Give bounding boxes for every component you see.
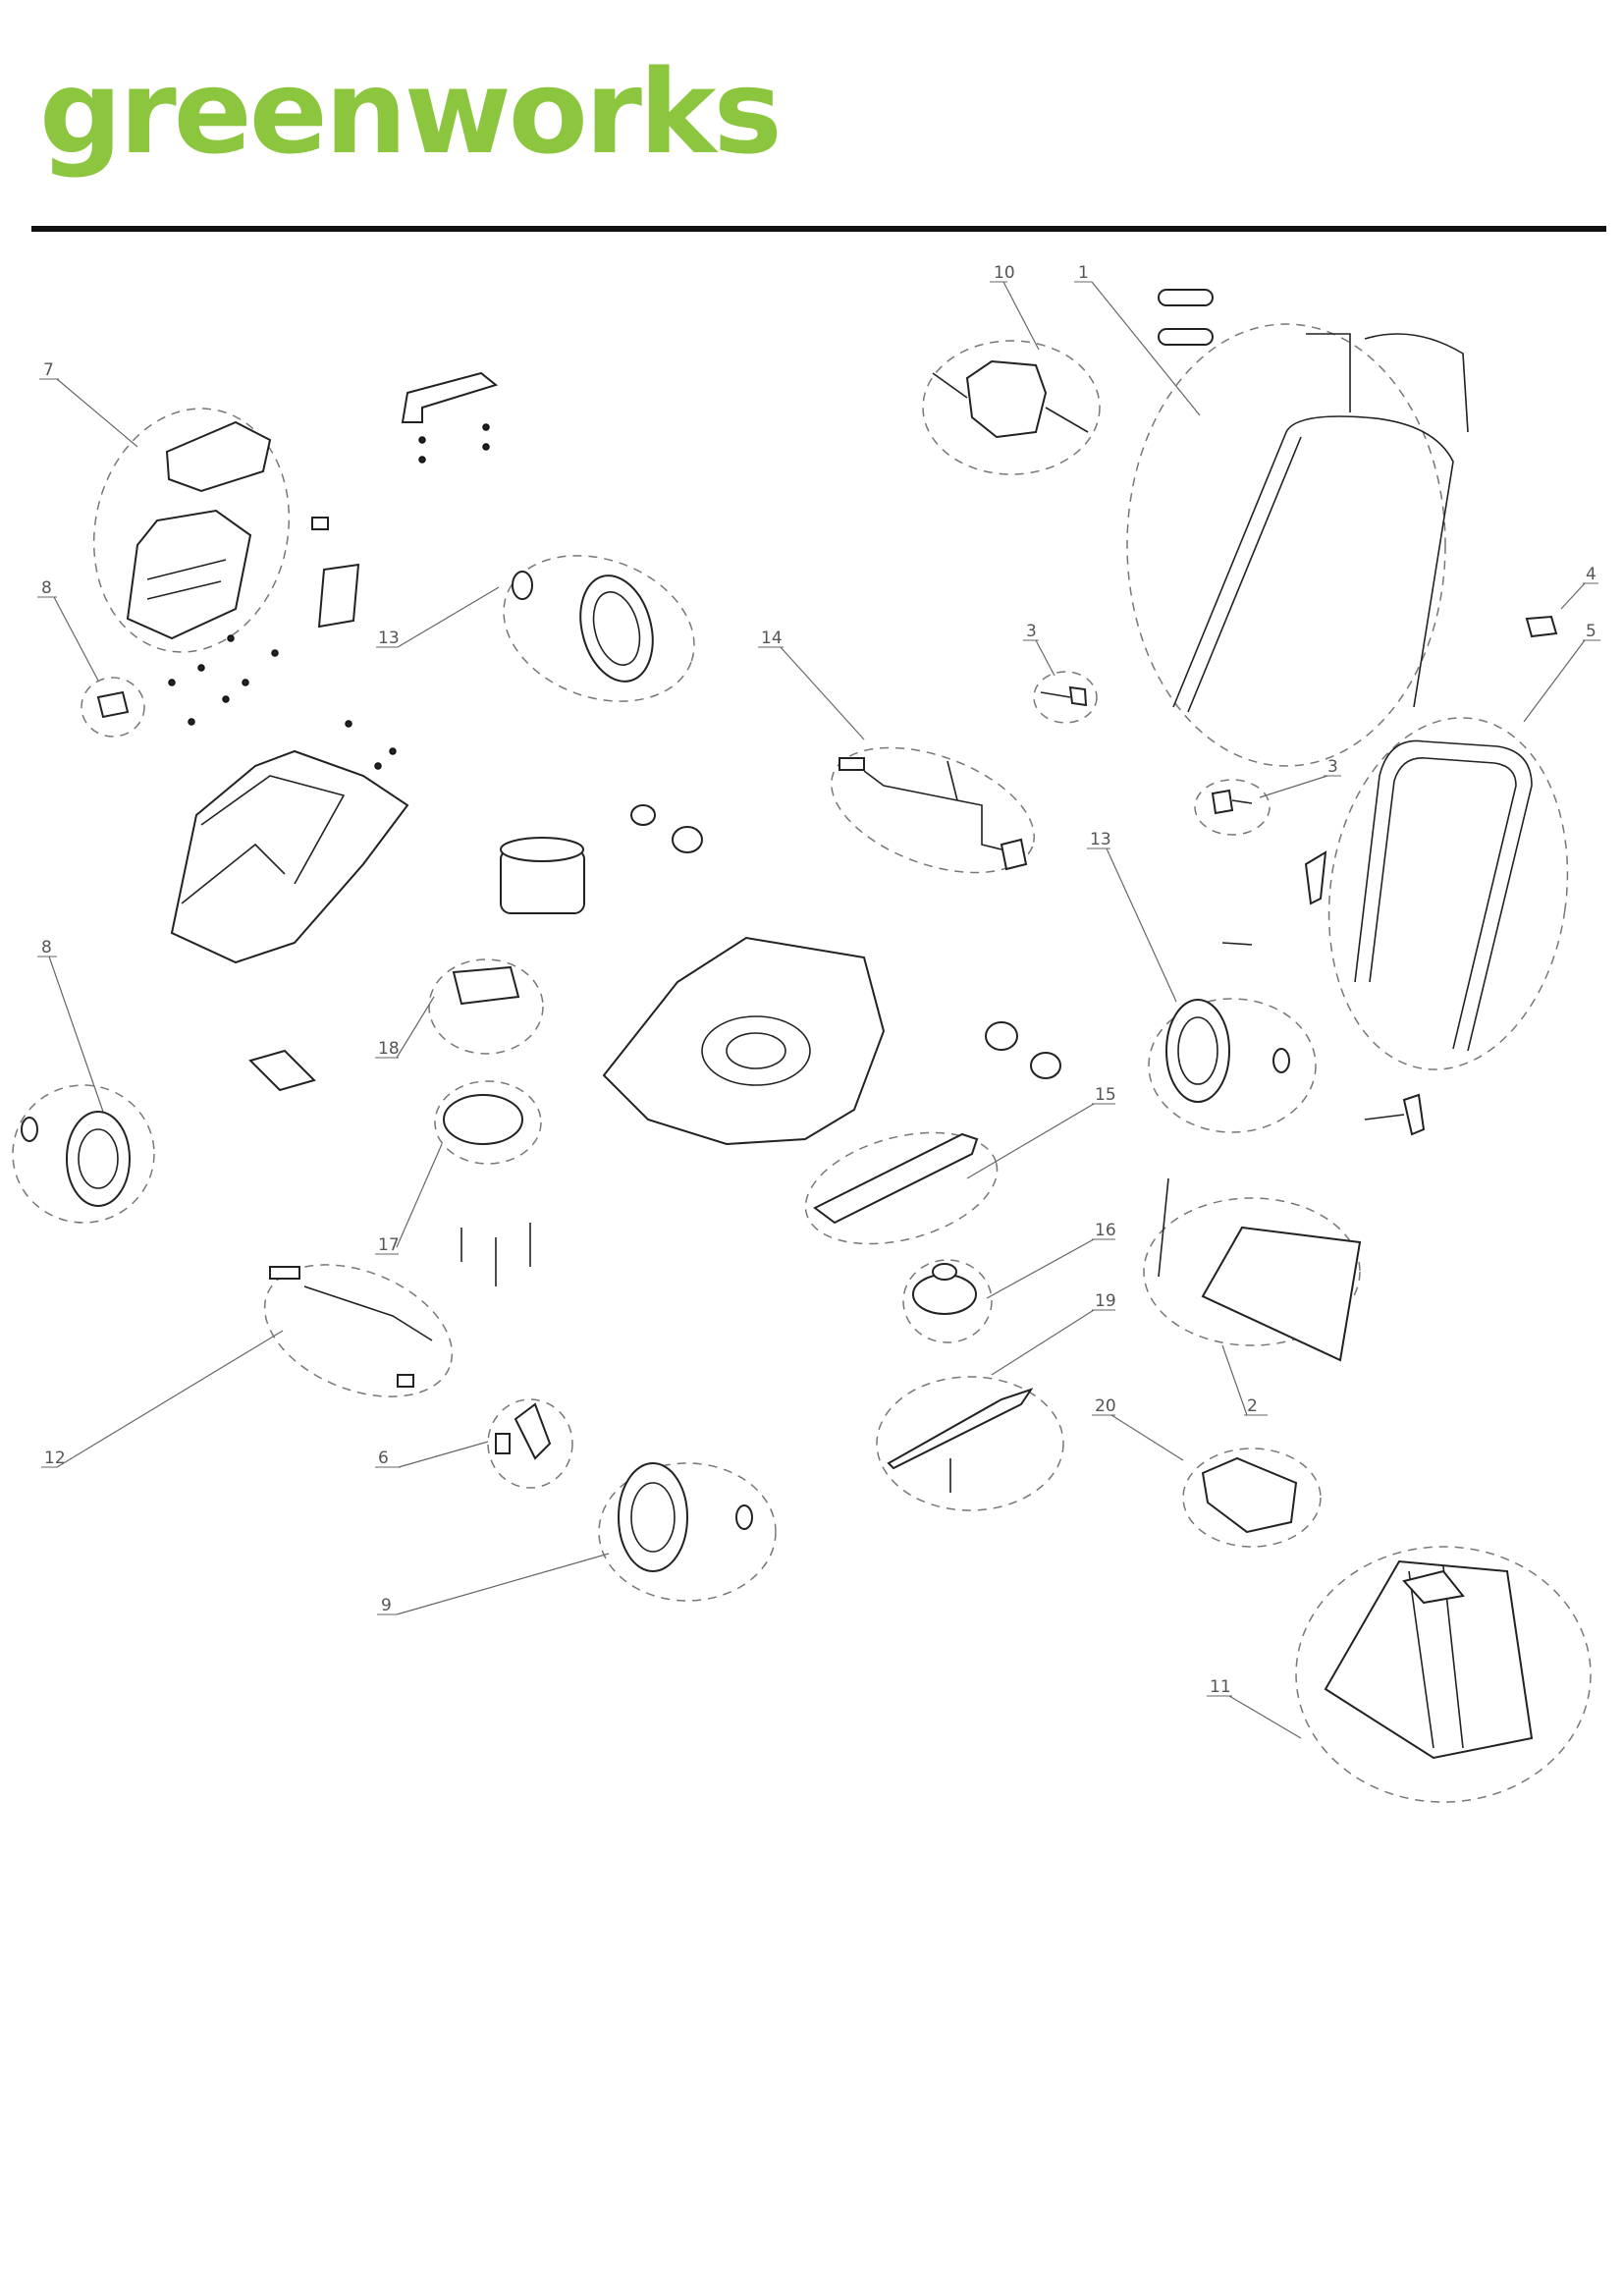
part-13a-wheel [512, 571, 654, 683]
callout-20: 11 [1210, 1677, 1231, 1697]
part-7-switch [96, 690, 130, 719]
group-18-outline [1182, 1448, 1322, 1548]
callout-9: 12 [44, 1449, 66, 1468]
part-19-flap [1158, 1177, 1362, 1362]
part-5-lower-handle [1354, 739, 1533, 1052]
part-3a-clamp [1040, 685, 1088, 707]
group-8b-outline [598, 1462, 777, 1602]
callout-15: 15 [1095, 1085, 1116, 1105]
callout-6: 7 [43, 360, 54, 380]
callout-11: 17 [378, 1235, 400, 1255]
group-8a-outline [12, 1084, 155, 1224]
part-6-motor-cover [126, 420, 272, 640]
group-19-outline [1143, 1197, 1361, 1346]
part-1-upper-handle [1158, 289, 1469, 713]
part-10-safety-key [495, 1402, 552, 1460]
part-8b-wheel [618, 1462, 753, 1572]
callout-8b: 9 [381, 1596, 392, 1615]
group-3a-outline [1033, 671, 1098, 724]
header-rule [31, 226, 1606, 232]
callout-7: 8 [41, 578, 52, 598]
part-13b-wheel [1165, 999, 1290, 1103]
part-motor [500, 837, 585, 914]
group-6-outline [92, 408, 291, 653]
callout-3a: 3 [1026, 622, 1037, 641]
group-17-outline [876, 1376, 1064, 1511]
callout-14: 14 [761, 629, 783, 648]
group-20-outline [1295, 1546, 1592, 1803]
group-9-outline [263, 1264, 454, 1397]
callout-13a: 13 [378, 629, 400, 648]
part-18-mulch-plug [1201, 1456, 1298, 1534]
group-7-outline [81, 677, 145, 738]
callout-12: 18 [378, 1039, 400, 1059]
callout-1: 1 [1078, 263, 1089, 283]
part-small-fasteners [168, 423, 490, 770]
group-11-outline [434, 1080, 542, 1165]
part-deck [602, 936, 886, 1146]
part-9-axle [269, 1266, 433, 1388]
group-outlines [12, 323, 1592, 1803]
group-16-outline [902, 1259, 993, 1343]
callout-17: 19 [1095, 1291, 1116, 1311]
group-2-outline [922, 340, 1101, 475]
group-10-outline [487, 1398, 573, 1489]
part-motor-housing [170, 749, 409, 964]
group-14-outline [831, 746, 1035, 874]
callout-5: 5 [1586, 622, 1596, 641]
part-17-blade [887, 1388, 1034, 1493]
part-3b-latch [1211, 789, 1253, 815]
callout-3b: 3 [1327, 757, 1338, 777]
group-13b-outline [1148, 998, 1317, 1133]
part-11-controller [443, 1094, 531, 1286]
group-3b-outline [1194, 779, 1271, 836]
registered-mark: ® [595, 96, 611, 115]
callout-10: 6 [378, 1449, 389, 1468]
callout-labels: 10 1 7 8 13 14 3 4 5 3 13 8 18 [37, 263, 1600, 1739]
callout-2: 10 [994, 263, 1015, 283]
part-hubcaps [630, 804, 1061, 1079]
callout-4: 4 [1586, 565, 1596, 584]
part-14-height-lever [839, 757, 1028, 871]
callout-19: 2 [1247, 1396, 1258, 1416]
callout-16: 16 [1095, 1221, 1116, 1240]
callout-8a: 8 [41, 938, 52, 957]
part-16-fan [912, 1263, 977, 1315]
part-8a-wheel [21, 1111, 131, 1207]
group-12-outline [428, 958, 544, 1055]
part-top-bracket [401, 371, 499, 423]
group-15-outline [804, 1131, 999, 1245]
callout-18: 20 [1095, 1396, 1116, 1416]
part-4-knob [1525, 615, 1558, 638]
group-13a-outline [503, 555, 695, 702]
part-adjust-levers [1221, 850, 1426, 1136]
group-1-outline [1126, 323, 1446, 767]
part-20-grass-bag [1324, 1559, 1534, 1760]
part-2-control-box [932, 359, 1089, 439]
group-5-outline [1327, 717, 1569, 1070]
part-12-battery-pack [248, 965, 520, 1092]
part-15-lever-arm [813, 1132, 979, 1225]
callout-13b: 13 [1090, 830, 1111, 849]
brand-logo: greenworks [39, 44, 783, 180]
brand-wordmark: greenworks [39, 44, 783, 180]
